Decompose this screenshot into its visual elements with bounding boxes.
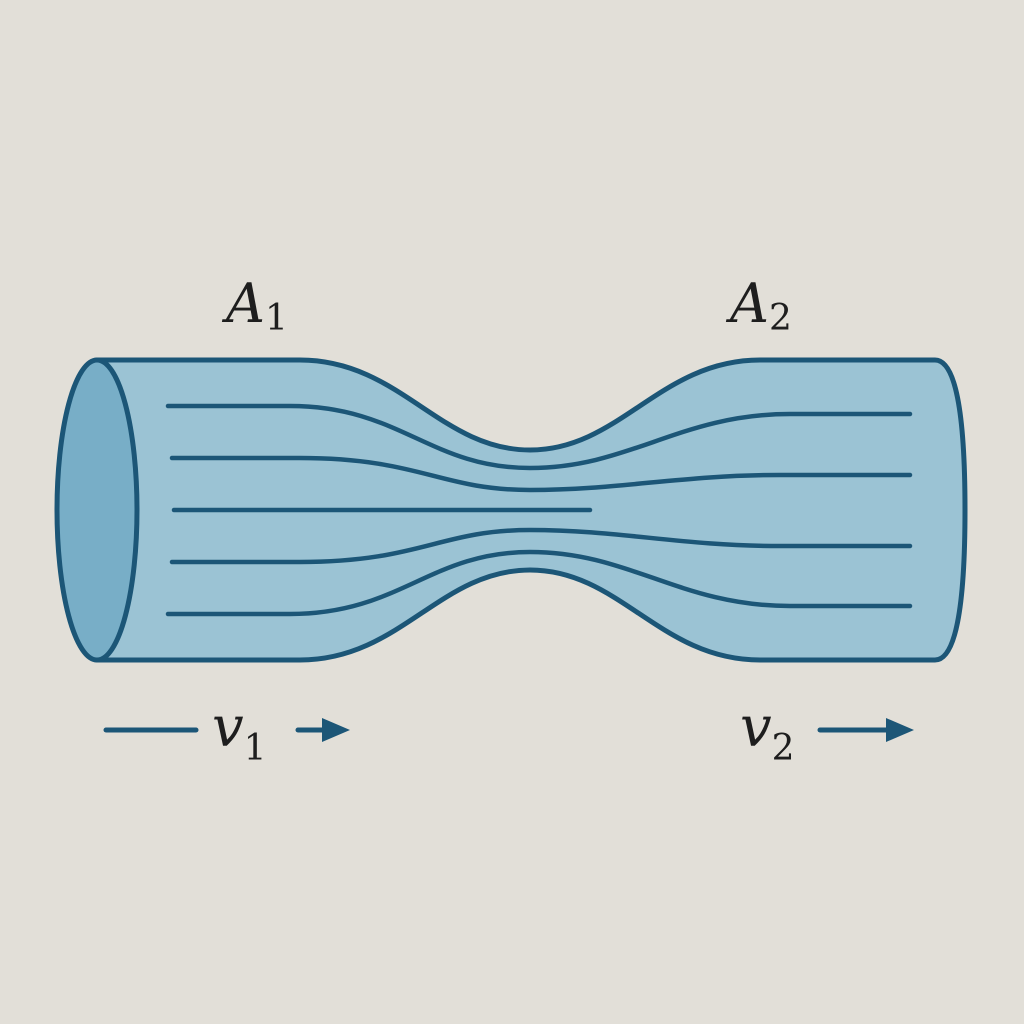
tube-opening [54, 357, 140, 663]
area-outlet-subscript: 2 [769, 298, 792, 339]
streamline-1 [165, 403, 913, 471]
streamline-2 [169, 455, 913, 493]
area-outlet-label: A2 [725, 272, 792, 339]
streamline-4 [169, 527, 913, 565]
velocity-inlet-label: v1 [212, 695, 267, 769]
velocity-outlet-arrow-icon [817, 718, 914, 742]
velocity-inlet-arrow-icon [295, 718, 350, 742]
streamline-5 [165, 549, 913, 617]
streamlines [165, 403, 913, 617]
velocity-inlet-subscript: 1 [244, 728, 267, 769]
velocity-outlet-label: v2 [740, 695, 795, 769]
area-inlet-label: A1 [221, 272, 288, 339]
area-inlet-subscript: 1 [265, 298, 288, 339]
velocity-outlet-subscript: 2 [772, 728, 795, 769]
